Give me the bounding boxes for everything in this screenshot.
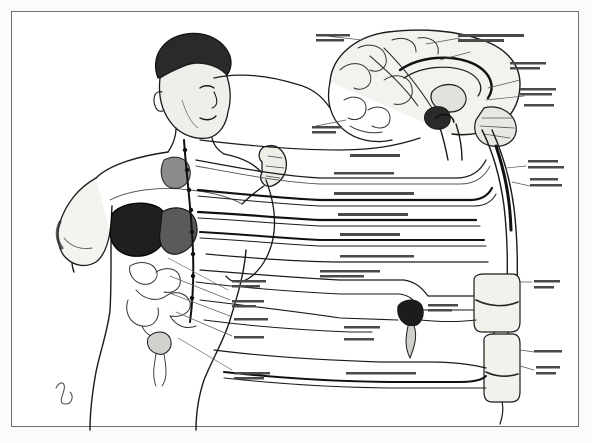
intestines [127,263,196,338]
head [160,63,231,138]
liver [110,203,168,256]
thalamus [425,107,451,130]
human-figure [56,33,286,430]
left-arm [58,178,110,265]
cord-segment-sacral [484,334,520,402]
bladder [147,332,171,354]
pelvic-ganglion [398,300,424,326]
artist-signature [56,383,72,404]
brain-section [329,30,520,160]
